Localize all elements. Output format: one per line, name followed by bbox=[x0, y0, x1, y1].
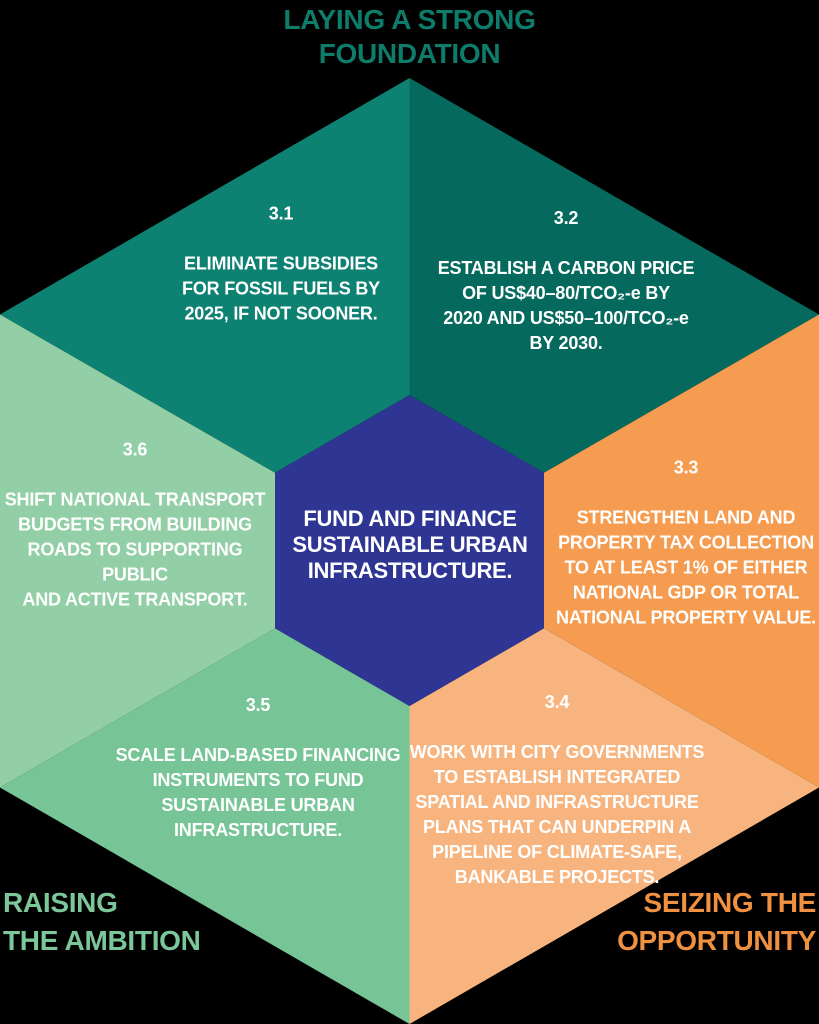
segment-3-4-shape bbox=[409, 628, 819, 1024]
segment-3-6-label: 3.6 SHIFT NATIONAL TRANSPORT BUDGETS FRO… bbox=[0, 413, 275, 638]
segment-3-2-label: 3.2 ESTABLISH A CARBON PRICE OF US$40–80… bbox=[416, 181, 716, 381]
segment-3-1-shape bbox=[0, 78, 410, 473]
segment-3-6-text: SHIFT NATIONAL TRANSPORT BUDGETS FROM BU… bbox=[4, 489, 266, 610]
seizing-the-opportunity-label: SEIZING THE OPPORTUNITY bbox=[617, 887, 816, 956]
segment-3-2-shape bbox=[409, 78, 819, 473]
segment-3-1-number: 3.1 bbox=[268, 203, 294, 224]
segment-3-3-shape bbox=[544, 314, 819, 788]
segment-3-2-number: 3.2 bbox=[553, 208, 579, 228]
segment-3-1-label: 3.1 ELIMINATE SUBSIDIES FOR FOSSIL FUELS… bbox=[146, 177, 416, 352]
segment-3-3-number: 3.3 bbox=[673, 457, 699, 478]
center-hexagon-label: FUND AND FINANCE SUSTAINABLE URBAN INFRA… bbox=[292, 506, 528, 583]
segment-3-6-number: 3.6 bbox=[122, 439, 148, 460]
segment-3-5-text: SCALE LAND-BASED FINANCING INSTRUMENTS T… bbox=[115, 745, 401, 840]
segment-3-6-shape bbox=[0, 314, 275, 788]
segment-3-3-label: 3.3 STRENGTHEN LAND AND PROPERTY TAX COL… bbox=[544, 431, 819, 656]
segment-3-5-label: 3.5 SCALE LAND-BASED FINANCING INSTRUMEN… bbox=[116, 668, 401, 868]
segment-3-2-text: ESTABLISH A CARBON PRICE OF US$40–80/TCO… bbox=[437, 258, 695, 353]
segment-3-4-text: WORK WITH CITY GOVERNMENTS TO ESTABLISH … bbox=[409, 742, 705, 887]
segment-3-5-shape bbox=[0, 628, 410, 1024]
segment-3-4-label: 3.4 WORK WITH CITY GOVERNMENTS TO ESTABL… bbox=[402, 665, 712, 915]
center-hexagon-shape bbox=[275, 395, 544, 706]
segment-3-3-text: STRENGTHEN LAND AND PROPERTY TAX COLLECT… bbox=[556, 507, 816, 628]
page-title: LAYING A STRONG FOUNDATION bbox=[283, 4, 536, 69]
segment-3-4-number: 3.4 bbox=[544, 692, 570, 712]
segment-3-5-number: 3.5 bbox=[245, 695, 271, 715]
segment-3-1-text: ELIMINATE SUBSIDIES FOR FOSSIL FUELS BY … bbox=[182, 253, 380, 324]
raising-the-ambition-label: RAISING THE AMBITION bbox=[3, 887, 201, 956]
